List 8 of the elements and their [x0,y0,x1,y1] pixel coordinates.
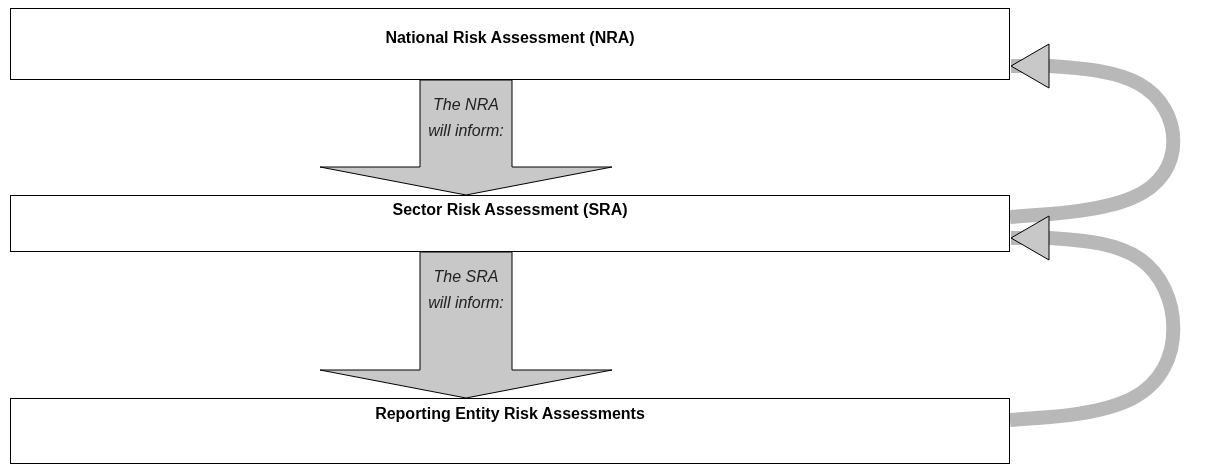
box-title: Reporting Entity Risk Assessments [375,405,645,423]
curved-arrow [1009,43,1181,224]
curved-arrow [1009,215,1181,427]
process-box [10,8,1010,80]
process-box [10,398,1010,464]
box-title: National Risk Assessment (NRA) [385,29,635,47]
box-title: Sector Risk Assessment (SRA) [392,201,628,219]
process-box [10,195,1010,252]
